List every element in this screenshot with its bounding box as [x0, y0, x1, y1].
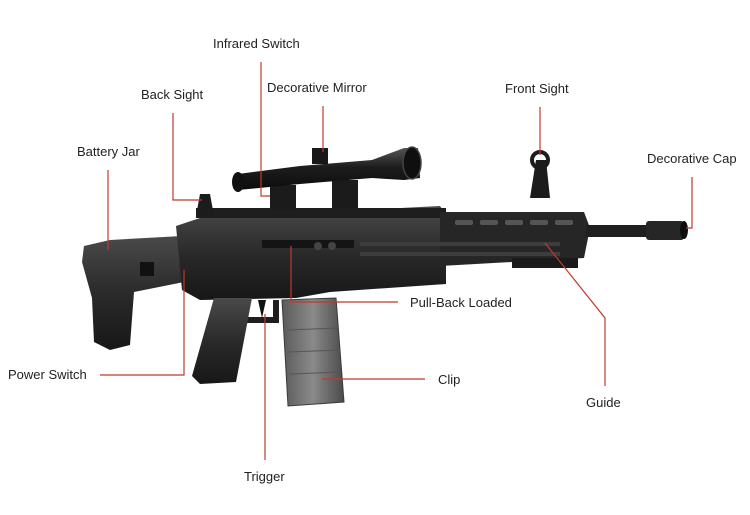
label-power-switch: Power Switch [8, 367, 87, 382]
label-back-sight: Back Sight [141, 87, 204, 102]
muzzle-cap [646, 221, 684, 240]
stock-button [140, 262, 154, 276]
label-trigger: Trigger [244, 469, 285, 484]
rifle-receiver [176, 206, 446, 300]
trigger-shape [258, 300, 266, 318]
label-battery-jar: Battery Jar [77, 144, 140, 159]
magazine-ribs [287, 327, 342, 375]
label-infrared-switch: Infrared Switch [213, 36, 300, 51]
label-decorative-mirror: Decorative Mirror [267, 80, 367, 95]
handguard-slots [360, 220, 573, 256]
leader-infrared-switch [260, 62, 270, 197]
leader-power-switch [100, 270, 185, 376]
scope-objective [402, 146, 422, 180]
leader-decorative-cap [686, 177, 693, 229]
leader-pull-back-loaded [290, 246, 398, 303]
front-sight-shape [530, 160, 550, 198]
label-guide: Guide [586, 395, 621, 410]
leader-back-sight [172, 113, 202, 201]
label-pull-back-loaded: Pull-Back Loaded [410, 295, 512, 310]
scope-turret [312, 148, 328, 164]
receiver-pin-1 [314, 242, 322, 250]
rifle-stock [82, 236, 184, 350]
label-decorative-cap: Decorative Cap [647, 151, 737, 166]
barrel [586, 225, 648, 237]
scope-eyepiece [232, 172, 244, 192]
scope-mount-front [332, 180, 358, 208]
receiver-pin-2 [328, 242, 336, 250]
rifle-illustration [82, 146, 688, 407]
lower-rail [512, 258, 578, 268]
pistol-grip [192, 298, 252, 384]
charging-slot [262, 240, 354, 248]
scope-mount-rear [270, 185, 296, 210]
back-sight-shape [196, 194, 214, 216]
top-rail [196, 208, 446, 218]
leader-lines [100, 62, 693, 460]
scope-body [238, 148, 420, 190]
muzzle-opening [680, 221, 688, 239]
leader-guide [544, 242, 606, 386]
label-clip: Clip [438, 372, 461, 387]
label-front-sight: Front Sight [505, 81, 569, 96]
